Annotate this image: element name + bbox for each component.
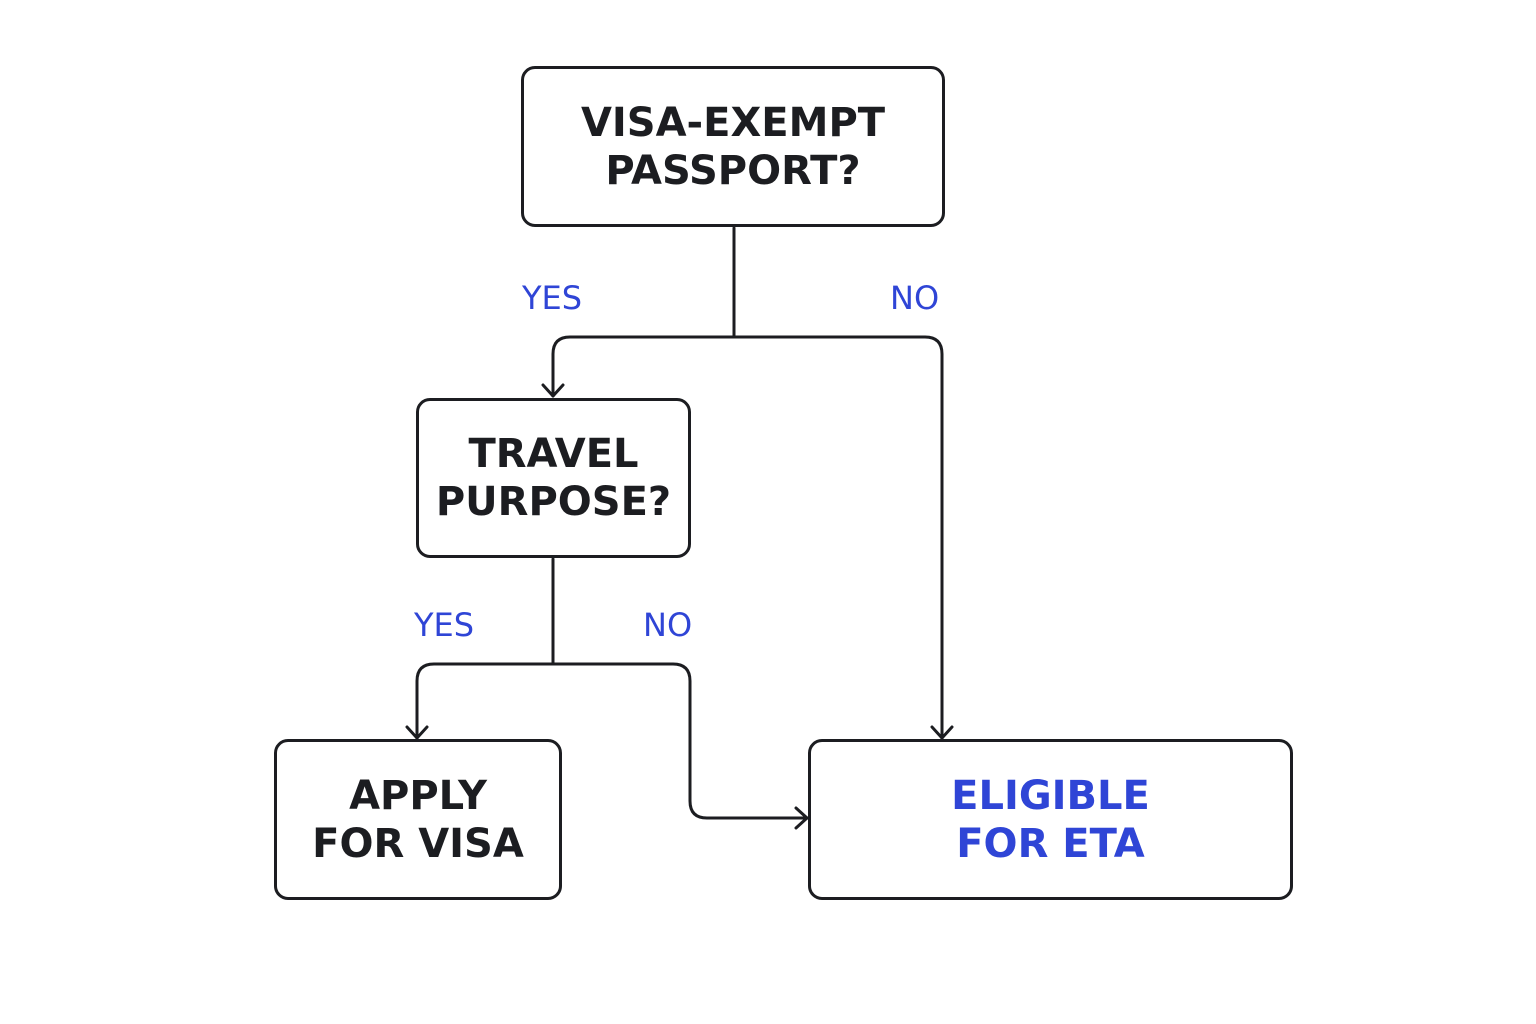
- passport-yes-connector: [551, 335, 736, 398]
- eligible-for-eta-line-2: FOR ETA: [956, 820, 1145, 867]
- apply-for-visa-node: APPLY FOR VISA: [274, 739, 562, 900]
- apply-for-visa-line-1: APPLY: [349, 772, 487, 819]
- passport-no-arrowhead: [930, 725, 954, 740]
- travel-purpose-line-1: TRAVEL: [468, 431, 639, 477]
- purpose-no-arrowhead: [794, 806, 809, 830]
- purpose-yes-connector: [415, 662, 555, 740]
- purpose-yes-arrowhead: [405, 725, 429, 740]
- travel-purpose-node: TRAVEL PURPOSE?: [416, 398, 691, 558]
- visa-exempt-passport-node: VISA-EXEMPT PASSPORT?: [521, 66, 945, 227]
- purpose-no-label: NO: [643, 606, 693, 644]
- travel-purpose-line-2: PURPOSE?: [435, 479, 672, 525]
- passport-yes-label: YES: [522, 279, 583, 317]
- eligible-for-eta-line-1: ELIGIBLE: [951, 772, 1150, 819]
- passport-yes-arrowhead: [541, 383, 565, 398]
- eligible-for-eta-node: ELIGIBLE FOR ETA: [808, 739, 1293, 900]
- passport-no-label: NO: [890, 279, 940, 317]
- apply-for-visa-line-2: FOR VISA: [312, 820, 524, 867]
- purpose-no-connector: [551, 662, 809, 820]
- visa-exempt-passport-line-1: VISA-EXEMPT: [580, 99, 886, 146]
- passport-no-connector: [732, 335, 944, 740]
- visa-exempt-passport-line-2: PASSPORT?: [605, 147, 861, 194]
- purpose-yes-label: YES: [414, 606, 475, 644]
